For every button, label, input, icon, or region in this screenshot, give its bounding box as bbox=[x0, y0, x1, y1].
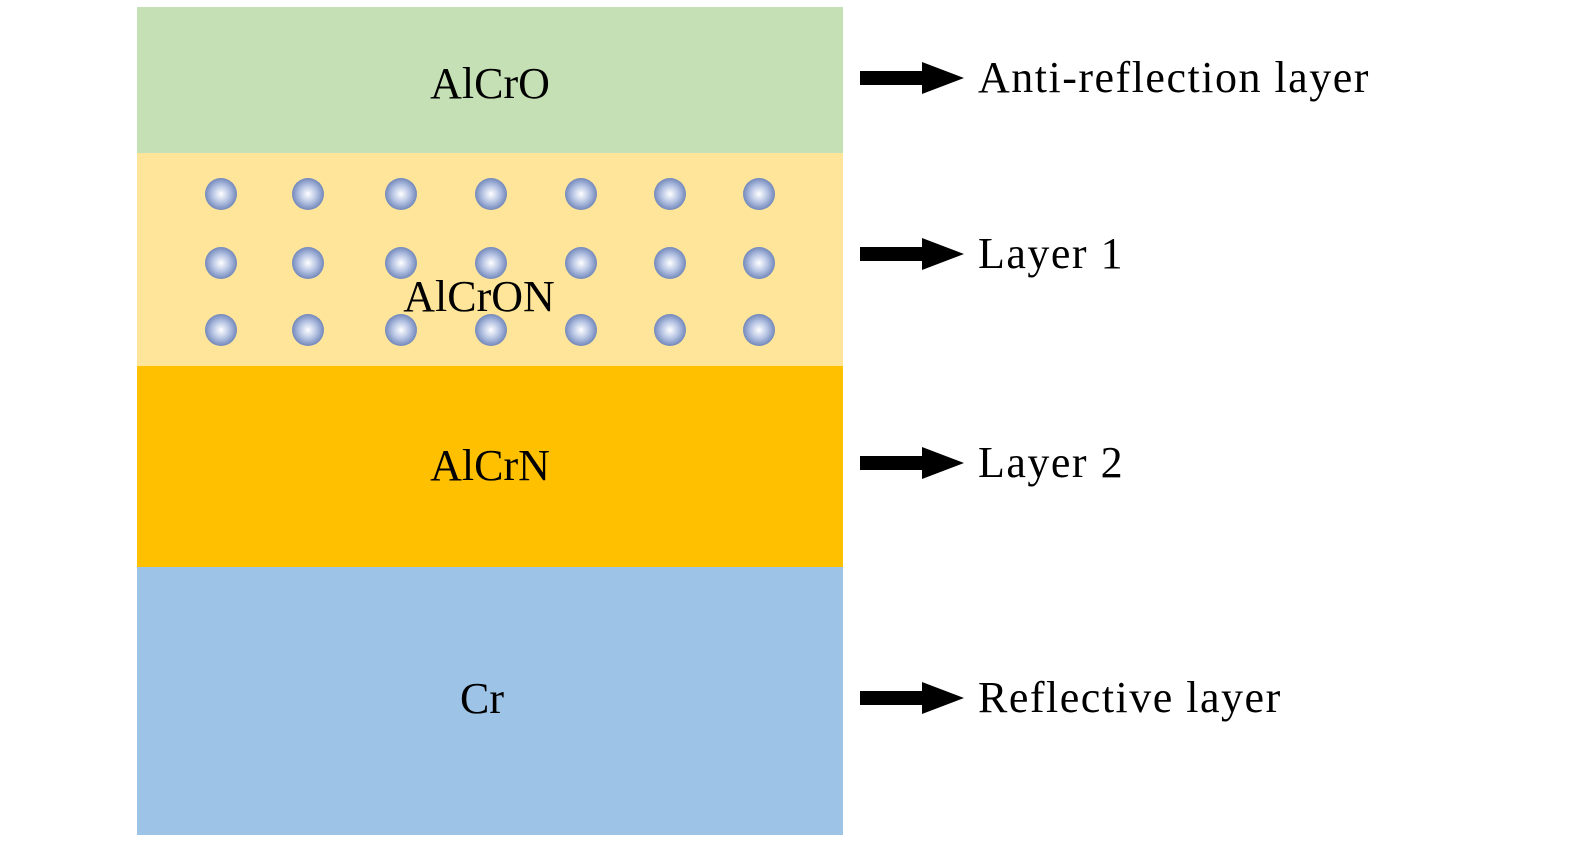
layer-material-label: AlCrN bbox=[430, 441, 550, 490]
right-arrow-icon bbox=[860, 447, 964, 479]
layer-role-label: Layer 2 bbox=[978, 438, 1125, 487]
right-arrow-icon bbox=[860, 238, 964, 270]
particle bbox=[205, 178, 237, 210]
layer-material-label: AlCrO bbox=[430, 59, 550, 108]
particle bbox=[565, 178, 597, 210]
callout-layer-2: Layer 2 bbox=[858, 438, 1125, 487]
layer-material-label: AlCrON bbox=[403, 272, 555, 321]
layer-alcrn: AlCrN bbox=[137, 366, 843, 567]
layer-role-label: Reflective layer bbox=[978, 673, 1282, 722]
layer-alcron: AlCrON bbox=[137, 153, 843, 366]
particle bbox=[654, 178, 686, 210]
particle bbox=[475, 178, 507, 210]
particle bbox=[292, 178, 324, 210]
callout-reflective: Reflective layer bbox=[858, 673, 1282, 722]
layer-cr: Cr bbox=[137, 567, 843, 835]
callout-anti-reflection: Anti-reflection layer bbox=[858, 53, 1370, 102]
layer-role-label: Anti-reflection layer bbox=[978, 53, 1370, 102]
layer-role-label: Layer 1 bbox=[978, 229, 1125, 278]
particle bbox=[743, 178, 775, 210]
right-arrow-icon bbox=[860, 682, 964, 714]
callout-layer-1: Layer 1 bbox=[858, 229, 1125, 278]
layer-material-label: Cr bbox=[460, 674, 504, 723]
particle bbox=[385, 178, 417, 210]
particle-grid bbox=[205, 178, 775, 346]
layer-alcro: AlCrO bbox=[137, 7, 843, 153]
right-arrow-icon bbox=[860, 62, 964, 94]
